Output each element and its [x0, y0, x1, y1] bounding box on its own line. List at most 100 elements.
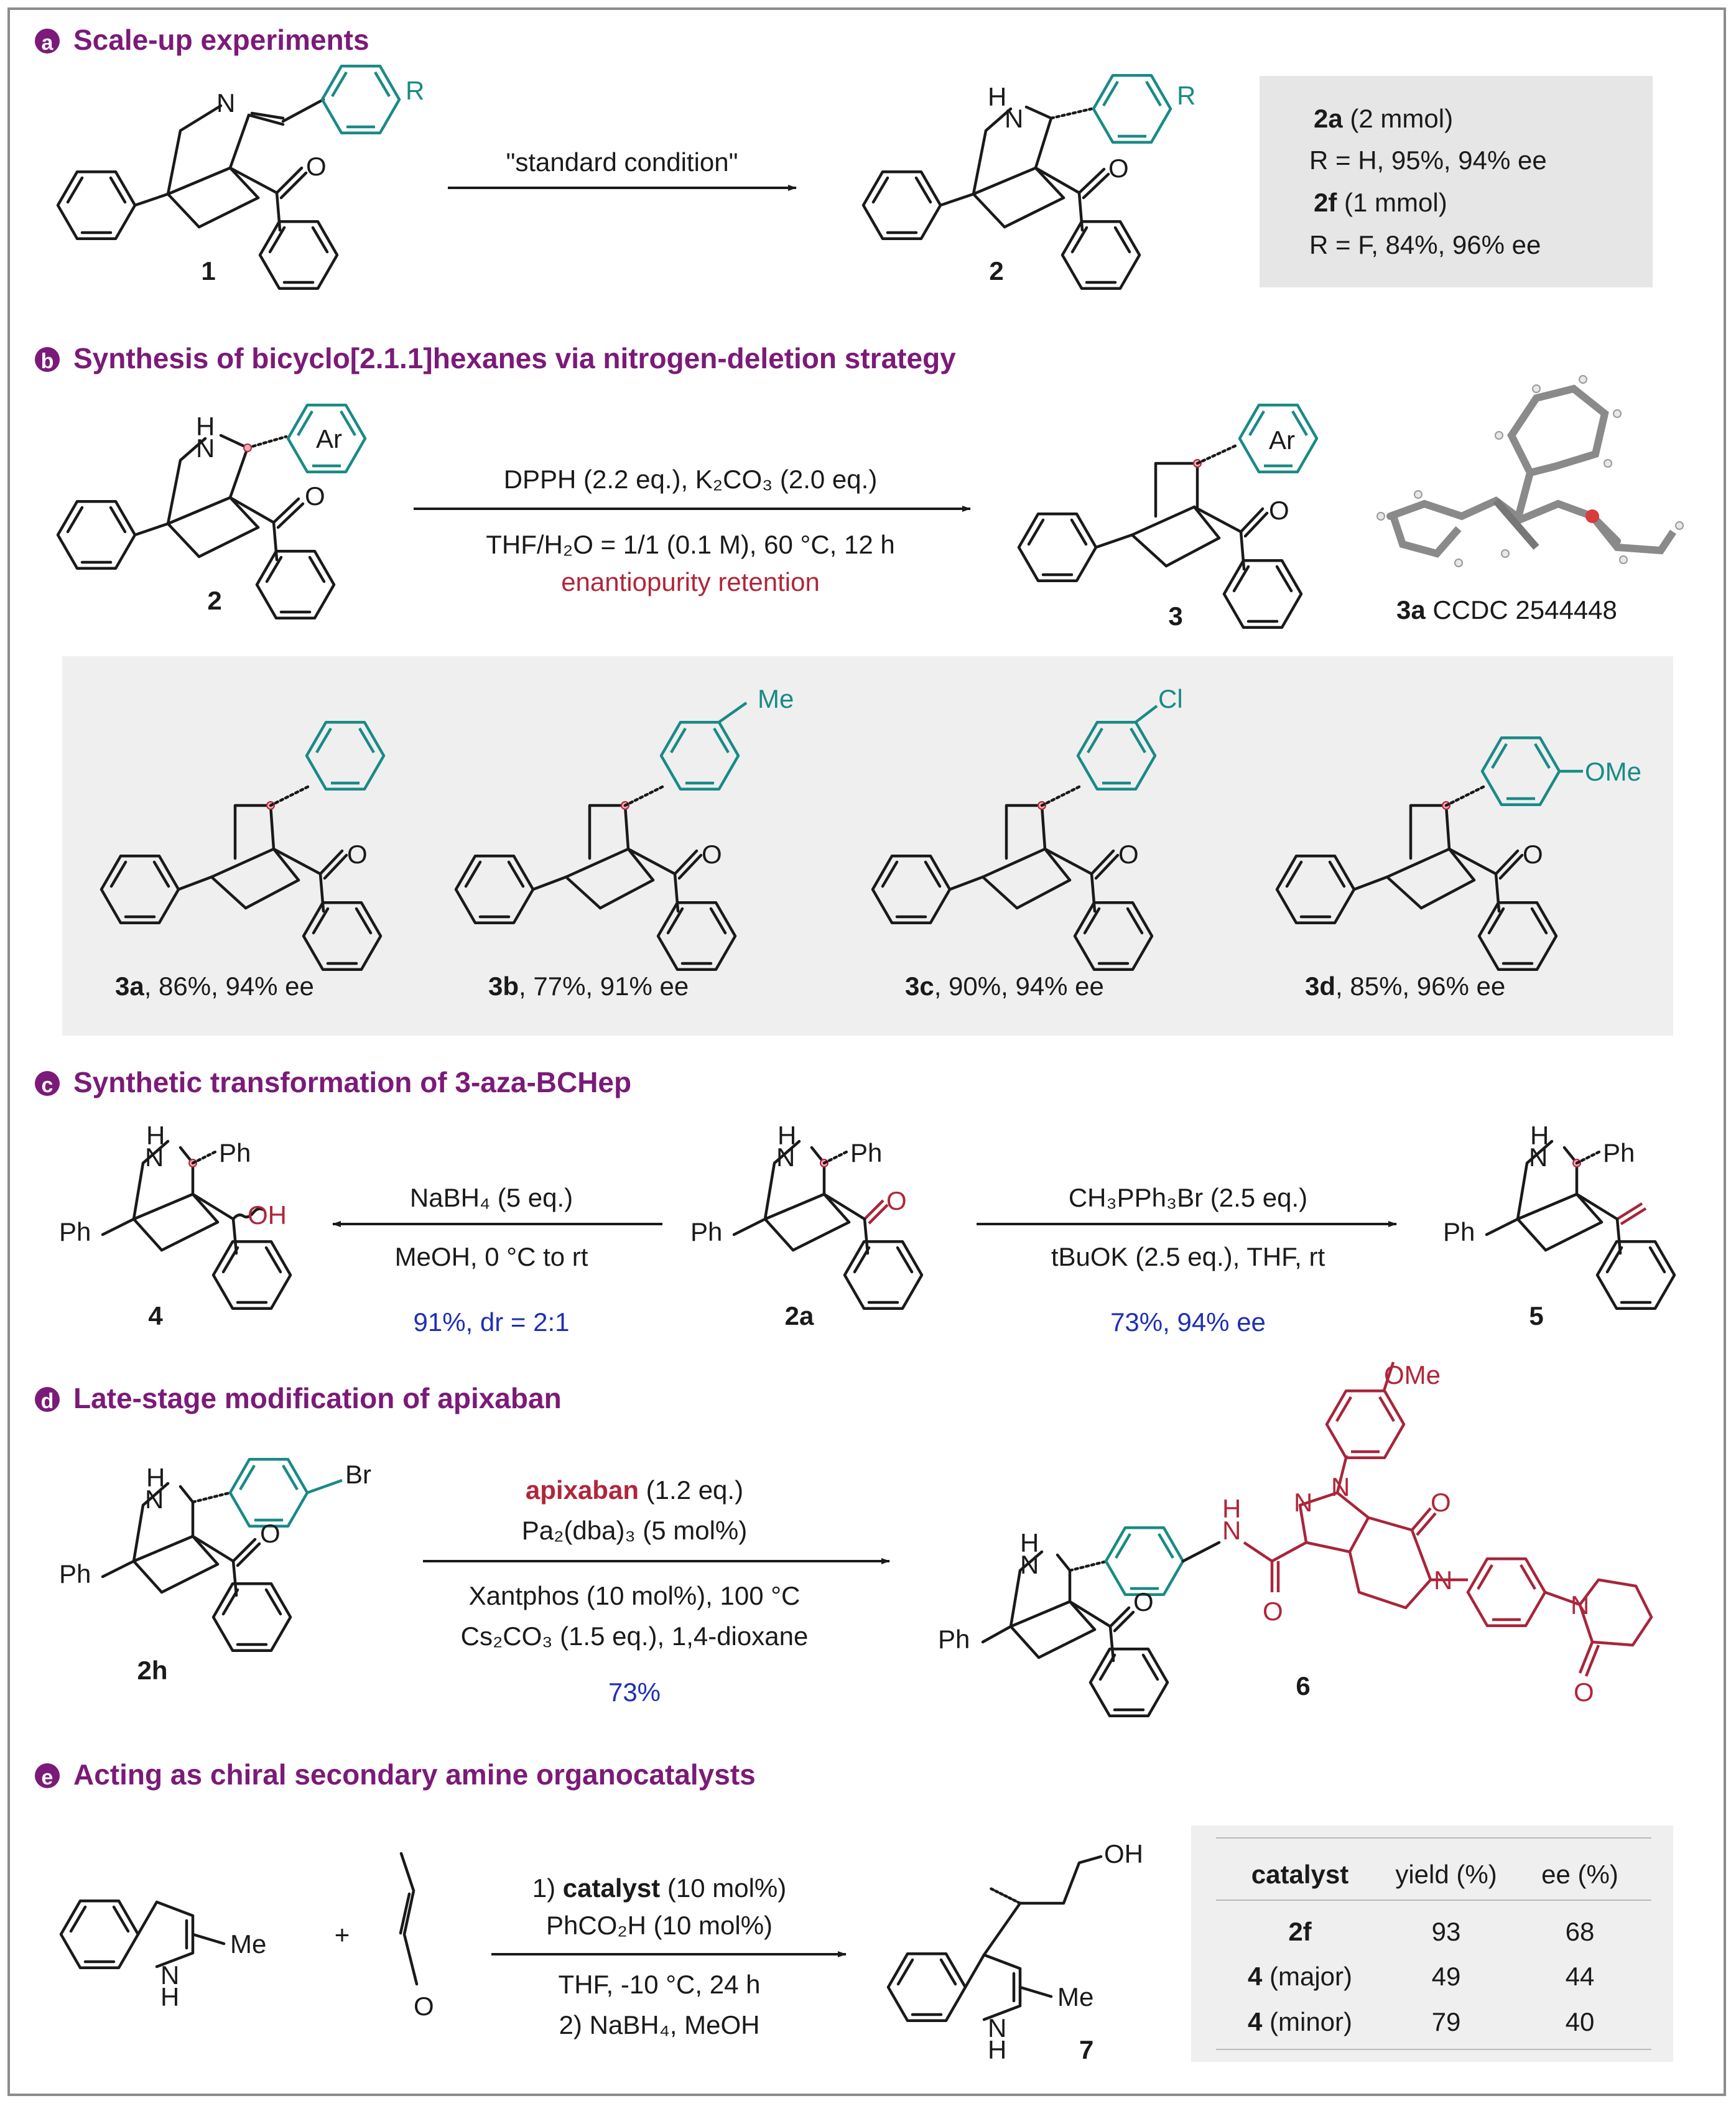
- ph-6: Ph: [938, 1625, 970, 1654]
- n-atom-5: N: [1529, 1143, 1548, 1172]
- substituent-3b: Me: [758, 684, 794, 713]
- ome-6: OMe: [1384, 1360, 1441, 1389]
- o-atom-1: O: [306, 152, 327, 181]
- compound-2-label: 2: [989, 256, 1003, 285]
- nh-atom-6: H: [1020, 1528, 1039, 1557]
- catalyst-table-panel: [1191, 1825, 1673, 2062]
- compound-2a-structure: [732, 1139, 922, 1309]
- n-lactam-6: N: [1434, 1566, 1452, 1595]
- section-b-cond-3: enantiopurity retention: [561, 567, 820, 596]
- compound-2-structure: [863, 75, 1171, 288]
- table-row-1-ee: 68: [1566, 1917, 1595, 1946]
- o-piperidinone-6: O: [1574, 1677, 1594, 1707]
- section-c-left-yield: 91%, dr = 2:1: [414, 1307, 570, 1337]
- ph-2a-b: Ph: [690, 1217, 722, 1246]
- nh-amide-6: N: [1222, 1516, 1241, 1545]
- ph-5a: Ph: [1603, 1138, 1635, 1167]
- nh-atom-b: H: [196, 412, 215, 441]
- product-3b-structure: [456, 702, 748, 970]
- ph-5b: Ph: [1443, 1217, 1475, 1246]
- compound-3-label: 3: [1168, 601, 1182, 631]
- n-atom-2h: N: [145, 1485, 164, 1514]
- section-b-scope-panel: [62, 656, 1673, 1036]
- aldehyde-o: O: [414, 1992, 434, 2021]
- ph-2h: Ph: [59, 1559, 91, 1589]
- plus-sign: +: [335, 1920, 350, 1949]
- o-atom-2: O: [1108, 154, 1129, 183]
- section-c-left-cond-2: MeOH, 0 °C to rt: [395, 1242, 588, 1271]
- oh-7: OH: [1104, 1839, 1143, 1868]
- compound-1-structure: [58, 66, 399, 288]
- section-e-cond-3: THF, -10 °C, 24 h: [559, 1970, 761, 1999]
- section-a-title: Scale-up experiments: [73, 24, 369, 56]
- r-group-1: R: [406, 76, 424, 105]
- table-row-1-catalyst: 2f: [1288, 1917, 1312, 1946]
- section-b-cond-2: THF/H₂O = 1/1 (0.1 M), 60 °C, 12 h: [486, 530, 894, 559]
- o-amide-6: O: [1263, 1597, 1283, 1626]
- substituent-3c: Cl: [1158, 684, 1183, 713]
- ar-label-3: Ar: [1269, 425, 1295, 455]
- n-pyrazole-2: N: [1331, 1472, 1350, 1501]
- table-row-2-ee: 44: [1566, 1962, 1595, 1991]
- o-atom-3d: O: [1523, 840, 1543, 869]
- compound-2h-label: 2h: [137, 1656, 167, 1685]
- n-atom-b: N: [196, 434, 215, 463]
- section-c-left-cond-1: NaBH₄ (5 eq.): [410, 1183, 573, 1212]
- section-c-right-cond-1: CH₃PPh₃Br (2.5 eq.): [1069, 1183, 1307, 1212]
- table-row-3-catalyst: 4 (minor): [1248, 2007, 1352, 2036]
- section-b-letter: b: [41, 350, 54, 373]
- crotonaldehyde-structure: [399, 1852, 419, 1986]
- section-e-title: Acting as chiral secondary amine organoc…: [73, 1758, 756, 1791]
- compound-3-structure: [1019, 405, 1317, 627]
- xray-caption: 3a CCDC 2544448: [1396, 595, 1617, 624]
- section-c-title: Synthetic transformation of 3-aza-BCHep: [73, 1066, 631, 1098]
- section-a-letter: a: [42, 31, 54, 55]
- indole-structure: [61, 1901, 226, 1967]
- section-b-cond-1: DPPH (2.2 eq.), K₂CO₃ (2.0 eq.): [504, 465, 878, 494]
- section-d-yield: 73%: [608, 1677, 661, 1707]
- table-header-ee: ee (%): [1541, 1860, 1618, 1889]
- section-d-cond-3: Xantphos (10 mol%), 100 °C: [469, 1581, 801, 1610]
- n-atom-4: N: [145, 1143, 164, 1172]
- br-2h: Br: [345, 1460, 371, 1489]
- section-e-cond-4: 2) NaBH₄, MeOH: [559, 2010, 760, 2039]
- o-atom-3a: O: [347, 840, 368, 869]
- table-row-1-yield: 93: [1432, 1917, 1461, 1946]
- n-atom-6: N: [1020, 1550, 1039, 1579]
- ar-label-2: Ar: [316, 424, 342, 453]
- o-6a: O: [1133, 1587, 1154, 1617]
- compound-7-label: 7: [1079, 2035, 1093, 2064]
- compound-5-label: 5: [1529, 1301, 1543, 1330]
- n-atom-2: N: [1005, 104, 1023, 133]
- compound-2h-structure: [101, 1459, 343, 1650]
- substituent-3d: OMe: [1585, 757, 1641, 786]
- o-lactam-6: O: [1431, 1488, 1451, 1517]
- o-atom-b: O: [305, 481, 325, 511]
- table-header-yield: yield (%): [1395, 1860, 1497, 1889]
- indole-h: H: [160, 1982, 179, 2011]
- o-atom-3c: O: [1118, 840, 1139, 869]
- box-line-1: 2a (2 mmol): [1314, 104, 1453, 133]
- r-group-2: R: [1177, 81, 1195, 110]
- section-d-badge: [35, 1387, 60, 1412]
- section-c-right-yield: 73%, 94% ee: [1110, 1307, 1266, 1337]
- section-e-badge: [35, 1763, 60, 1788]
- me-7: Me: [1057, 1982, 1093, 2011]
- compound-6-label: 6: [1296, 1671, 1310, 1700]
- table-header-catalyst: catalyst: [1251, 1860, 1348, 1889]
- section-e-cond-2: PhCO₂H (10 mol%): [546, 1911, 773, 1940]
- section-c-right-cond-2: tBuOK (2.5 eq.), THF, rt: [1051, 1242, 1325, 1271]
- compound-7-structure: [888, 1855, 1103, 2021]
- section-a-results-box: [1260, 76, 1653, 287]
- section-c-letter: c: [42, 1074, 53, 1097]
- o-2h: O: [260, 1519, 281, 1548]
- product-3d-structure: [1277, 738, 1583, 969]
- section-d-cond-1: apixaban (1.2 eq.): [526, 1475, 743, 1505]
- o-atom-3b: O: [702, 840, 722, 869]
- nh-atom-4: H: [146, 1121, 165, 1150]
- h-amide-6: H: [1222, 1494, 1241, 1523]
- o-atom-3: O: [1269, 496, 1289, 525]
- section-b-title: Synthesis of bicyclo[2.1.1]hexanes via n…: [73, 342, 956, 374]
- box-line-2: R = H, 95%, 94% ee: [1309, 146, 1547, 175]
- n-7: N: [988, 2013, 1006, 2043]
